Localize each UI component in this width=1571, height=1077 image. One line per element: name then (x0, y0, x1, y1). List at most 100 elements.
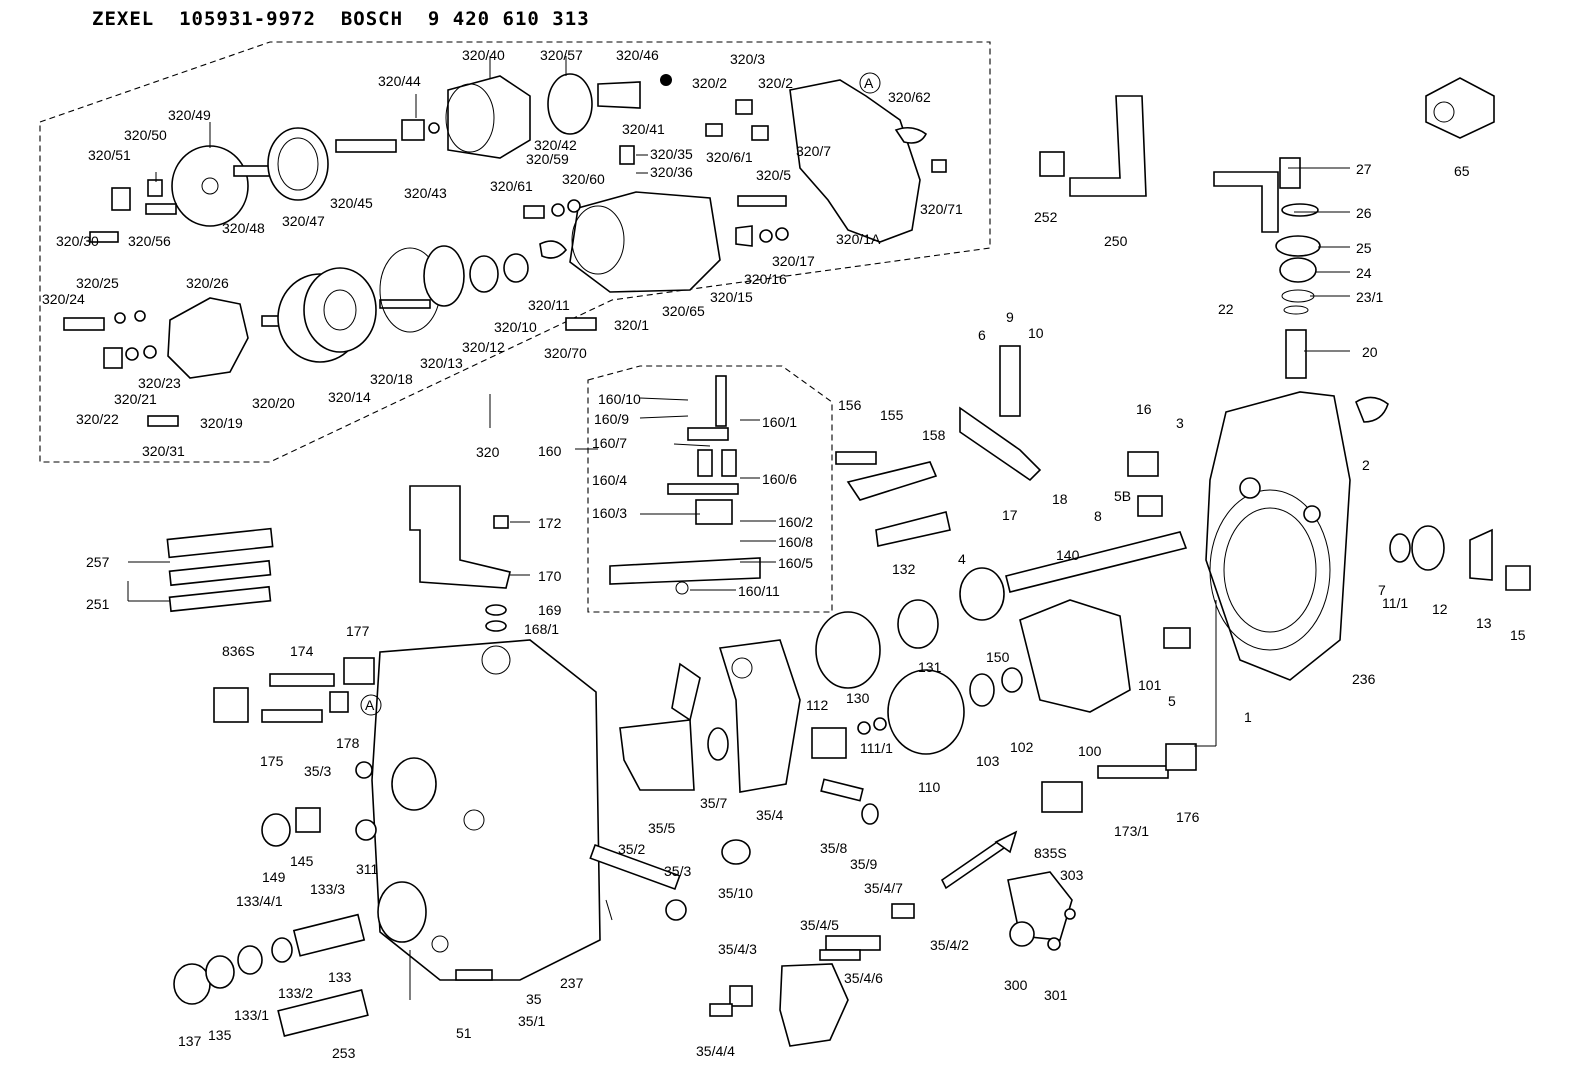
part-callout-label: 160/6 (762, 471, 797, 487)
part-callout-label: 320/26 (186, 275, 229, 291)
part-callout-label: 131 (918, 659, 942, 675)
upper-right-parts (1039, 77, 1495, 379)
part-callout-label: 35/8 (820, 840, 847, 856)
part-callout-label: 7 (1378, 582, 1386, 598)
part-callout-label: 320/14 (328, 389, 371, 405)
part-callout-label: 311 (356, 861, 379, 877)
part-callout-label: 35/3 (304, 763, 331, 779)
part-callout-label: 11/1 (1382, 595, 1408, 611)
part-callout-label: 35/7 (700, 795, 727, 811)
part-callout-label: 251 (86, 596, 110, 612)
part-callout-label: 320/70 (544, 345, 587, 361)
part-callout-label: 236 (1352, 671, 1376, 687)
part-callout-label: 320/35 (650, 146, 693, 162)
part-callout-label: 18 (1052, 491, 1068, 507)
part-callout-label: 320/51 (88, 147, 131, 163)
part-callout-label: 140 (1056, 547, 1080, 563)
part-callout-label: 160/4 (592, 472, 627, 488)
part-callout-label: 25 (1356, 240, 1372, 256)
part-callout-label: 23/1 (1356, 289, 1383, 305)
part-callout-label: 320/15 (710, 289, 753, 305)
part-callout-label: 320/10 (494, 319, 537, 335)
black-dot-icon (660, 74, 672, 86)
part-callout-label: 320/20 (252, 395, 295, 411)
part-callout-label: 13 (1476, 615, 1492, 631)
part-callout-label: 160/1 (762, 414, 797, 430)
part-callout-label: 320/18 (370, 371, 413, 387)
part-callout-label: 175 (260, 753, 284, 769)
part-callout-label: 168/1 (524, 621, 559, 637)
part-callout-label: 35/5 (648, 820, 675, 836)
part-callout-label: 160/11 (738, 583, 780, 599)
bottom-right-parts (709, 743, 1197, 1047)
part-callout-label: 320/22 (76, 411, 119, 427)
part-callout-label: 320/24 (42, 291, 85, 307)
part-callout-label: 35/4/6 (844, 970, 883, 986)
part-callout-label: 145 (290, 853, 314, 869)
part-callout-label: 320/56 (128, 233, 171, 249)
part-callout-label: 320/19 (200, 415, 243, 431)
part-callout-label: 22 (1218, 301, 1234, 317)
part-callout-label: 35/4 (756, 807, 783, 823)
part-callout-label: 160 (538, 443, 562, 459)
part-callout-label: 174 (290, 643, 314, 659)
part-callout-label: 320/2 (692, 75, 727, 91)
part-callout-label: 835S (1034, 845, 1067, 861)
part-callout-label: 20 (1362, 344, 1378, 360)
part-callout-label: A (365, 697, 375, 713)
part-callout-label: 320/50 (124, 127, 167, 143)
part-callout-label: 320/42 (534, 137, 577, 153)
part-callout-label: 2 (1362, 457, 1370, 473)
part-callout-label: 320/46 (616, 47, 659, 63)
part-callout-label: 133/3 (310, 881, 345, 897)
part-callout-label: 133 (328, 969, 352, 985)
part-callout-label: 176 (1176, 809, 1200, 825)
part-callout-label: 51 (456, 1025, 472, 1041)
part-callout-label: 156 (838, 397, 862, 413)
brand-bosch: BOSCH (340, 8, 404, 30)
part-callout-label: 320/47 (282, 213, 325, 229)
part-callout-label: 110 (918, 779, 941, 795)
governor-subassembly-boundary (39, 41, 991, 463)
part-callout-label: 8 (1094, 508, 1102, 524)
part-callout-label: 170 (538, 568, 562, 584)
part-callout-label: 35/3 (664, 863, 691, 879)
part-callout-label: 320/49 (168, 107, 211, 123)
part-callout-label: 35 (526, 991, 542, 1007)
part-callout-label: 320/16 (744, 271, 787, 287)
part-callout-label: 35/10 (718, 885, 753, 901)
part-callout-label: 160/5 (778, 555, 813, 571)
part-callout-label: 6 (978, 327, 986, 343)
part-callout-label: 35/4/2 (930, 937, 969, 953)
part-callout-label: 320/41 (622, 121, 665, 137)
part-callout-label: 320/60 (562, 171, 605, 187)
part-callout-label: 5B (1114, 488, 1131, 504)
part-callout-label: 320/7 (796, 143, 831, 159)
part-callout-label: 16 (1136, 401, 1152, 417)
lower-left-parts (173, 761, 493, 1037)
left-parts (166, 485, 511, 723)
part-callout-label: 320/44 (378, 73, 421, 89)
part-callout-label: 137 (178, 1033, 202, 1049)
part-callout-label: 160/3 (592, 505, 627, 521)
part-callout-label: 133/1 (234, 1007, 269, 1023)
middle-parts (815, 345, 1531, 755)
part-callout-label: 178 (336, 735, 360, 751)
part-callout-label: 320/1A (836, 231, 881, 247)
part-callout-label: 158 (922, 427, 946, 443)
part-callout-label: 35/2 (618, 841, 645, 857)
part-callout-label: 35/1 (518, 1013, 545, 1029)
part-callout-label: 253 (332, 1045, 356, 1061)
reference-circle-icon (360, 694, 382, 716)
bosch-part-number: 9 420 610 313 (427, 8, 590, 30)
part-callout-label: A (864, 75, 874, 91)
part-callout-label: 27 (1356, 161, 1372, 177)
part-callout-label: 320/57 (540, 47, 583, 63)
part-callout-label: 303 (1060, 867, 1084, 883)
part-callout-label: 155 (880, 407, 904, 423)
part-callout-label: 257 (86, 554, 110, 570)
part-callout-label: 320/1 (614, 317, 649, 333)
part-callout-label: 320 (476, 444, 500, 460)
part-callout-label: 12 (1432, 601, 1448, 617)
